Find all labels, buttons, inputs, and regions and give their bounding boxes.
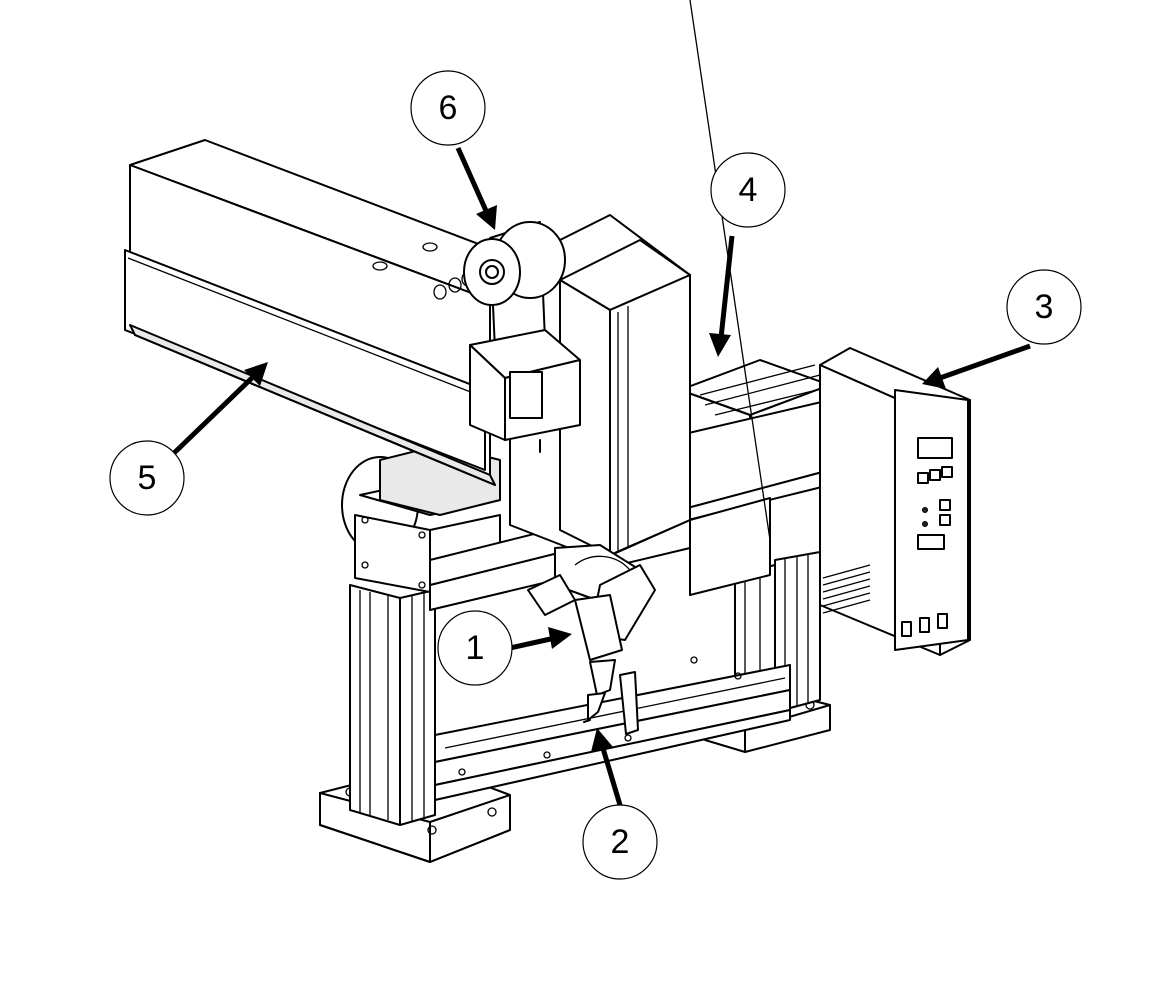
callout-5: 5 [109, 362, 268, 516]
control-box [819, 347, 971, 656]
callout-1-label: 1 [466, 629, 485, 667]
callout-2-label: 2 [611, 823, 630, 861]
wire-feeder [469, 329, 581, 453]
callout-2: 2 [582, 728, 658, 880]
callout-6-label: 6 [439, 89, 458, 127]
callout-4-label: 4 [739, 171, 758, 209]
callout-3-label: 3 [1035, 288, 1054, 326]
callout-1: 1 [437, 610, 572, 686]
x-axis-beam [124, 139, 561, 486]
lower-rail [434, 656, 791, 801]
callout-6: 6 [410, 70, 497, 230]
frame-column-left [349, 584, 436, 826]
carriage-plate [509, 214, 691, 561]
soldering-head [527, 544, 656, 735]
callout-3: 3 [922, 269, 1082, 389]
wire-spool [463, 221, 566, 351]
callout-4: 4 [709, 152, 786, 357]
callout-5-label: 5 [138, 459, 157, 497]
y-axis-module [679, 0, 831, 596]
